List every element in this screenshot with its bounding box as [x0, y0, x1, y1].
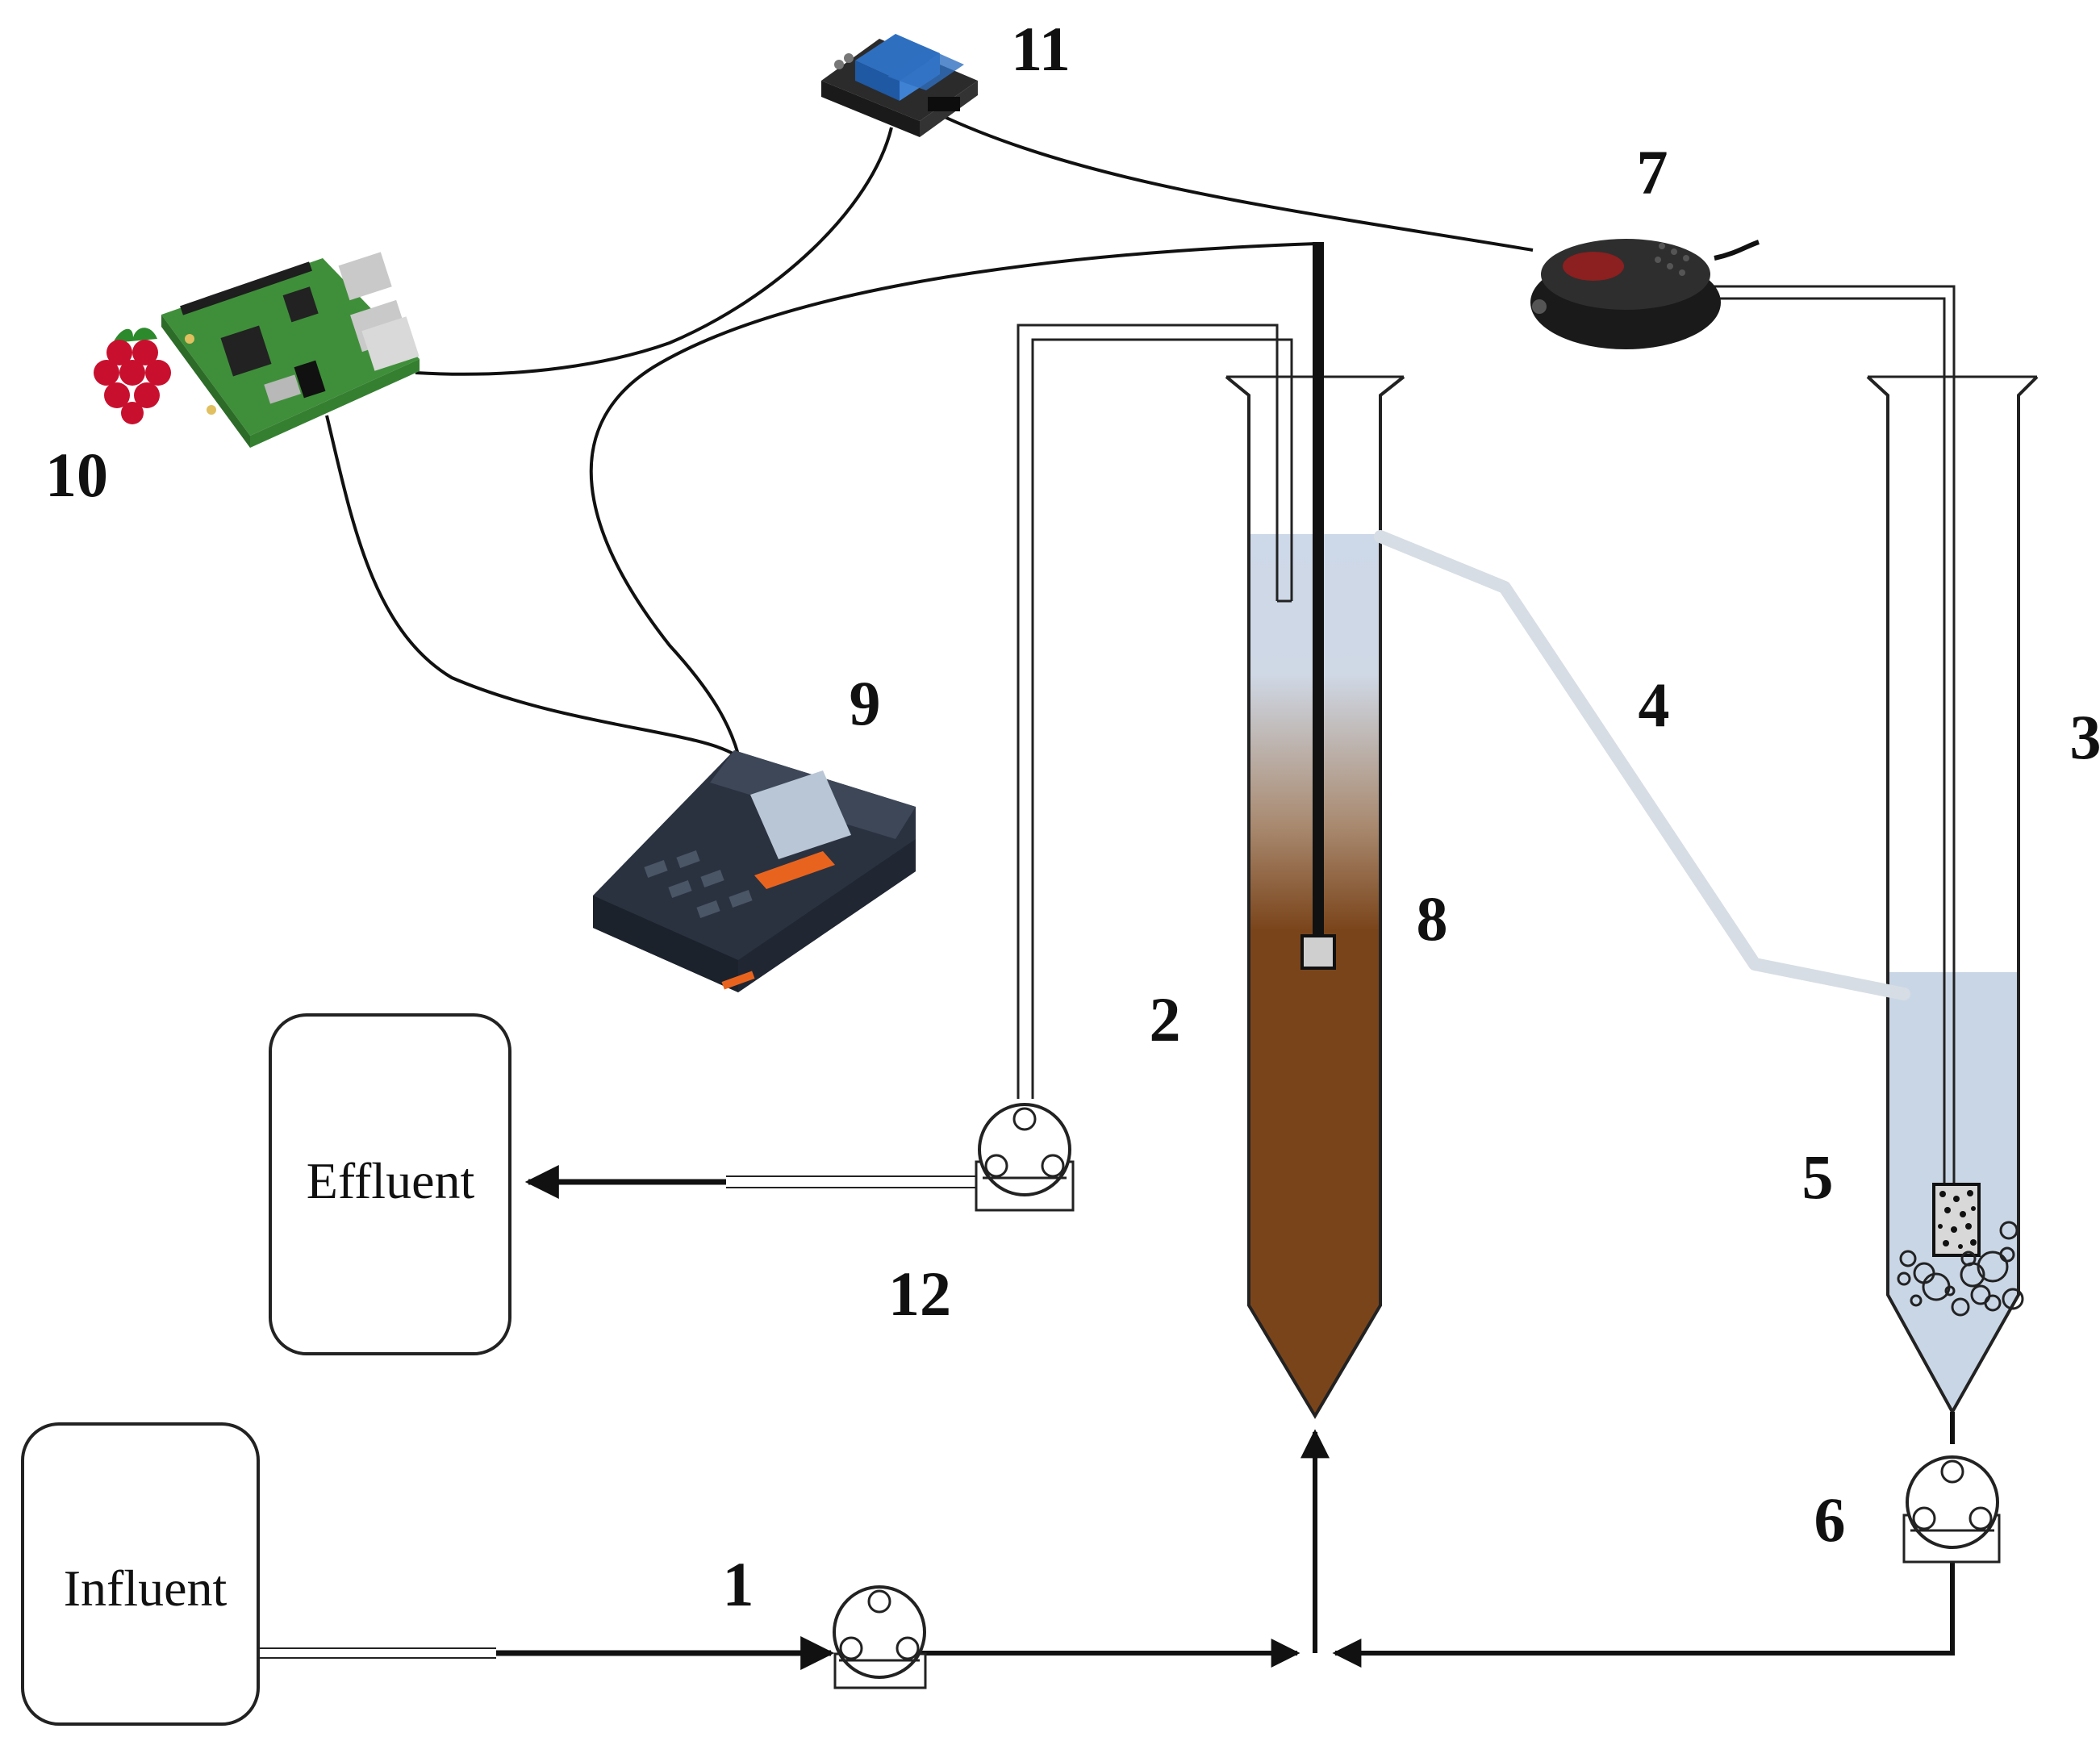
label-8: 8	[1417, 883, 1448, 954]
label-7: 7	[1637, 137, 1668, 207]
peristaltic-pump-effluent	[975, 1103, 1075, 1212]
label-12: 12	[888, 1259, 951, 1329]
label-2: 2	[1150, 984, 1181, 1054]
peristaltic-pump-influent	[833, 1585, 927, 1689]
cable-relay-airpump	[935, 111, 1534, 252]
air-diffuser	[1932, 1183, 1981, 1257]
effluent-outlet-line	[524, 1165, 976, 1199]
meter-screen	[750, 770, 851, 859]
label-3: 3	[2070, 702, 2100, 772]
label-9: 9	[850, 668, 881, 738]
influent-tank-label: Influent	[64, 1560, 228, 1617]
multiparameter-meter	[593, 750, 916, 992]
effluent-withdrawal-tube	[1017, 324, 1293, 1099]
raspberry-icon	[94, 328, 171, 424]
cables	[325, 111, 1534, 756]
influent-pipe	[257, 1636, 835, 1670]
influent-tank: Influent	[21, 1422, 260, 1726]
raspberry-pi-board	[161, 252, 420, 448]
recirculation-line	[1332, 1412, 1955, 1668]
label-10: 10	[45, 440, 108, 510]
label-11: 11	[1011, 14, 1071, 84]
label-1: 1	[723, 1549, 754, 1619]
cable-pi-meter	[325, 415, 736, 756]
peristaltic-pump-recirculation	[1902, 1455, 2001, 1564]
label-5: 5	[1802, 1142, 1834, 1212]
label-6: 6	[1814, 1484, 1846, 1555]
feed-line	[912, 1429, 1330, 1668]
overflow-tube	[1374, 530, 1910, 1000]
probe	[1300, 242, 1336, 970]
air-pump	[1530, 239, 1760, 349]
cable-pi-relay	[415, 127, 893, 376]
effluent-tank-label: Effluent	[307, 1152, 475, 1209]
cable-probe-meter	[589, 242, 1317, 755]
relay-module	[821, 34, 978, 137]
effluent-tank: Effluent	[269, 1013, 511, 1355]
air-line	[1693, 285, 1956, 1184]
bubbles	[1897, 1221, 2024, 1317]
label-4: 4	[1639, 670, 1670, 740]
